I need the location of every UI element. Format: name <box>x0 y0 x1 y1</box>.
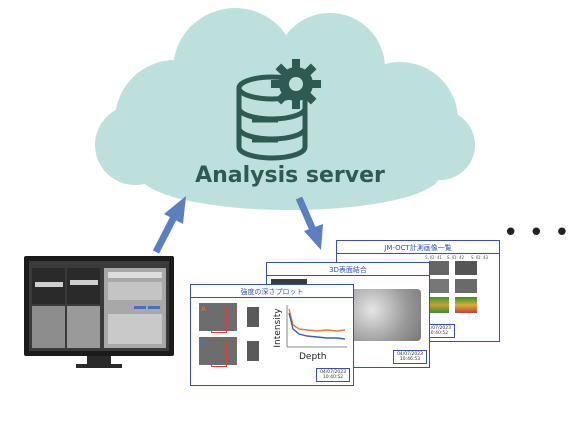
heatmap-tile <box>429 297 449 313</box>
plot-xlabel: Depth <box>299 352 327 362</box>
crop-b <box>247 341 259 361</box>
3d-render <box>351 289 421 341</box>
footer-time: 10:46:53 <box>399 357 421 362</box>
result-arrow <box>295 196 323 250</box>
report-title: 強度の深さプロット <box>240 288 304 296</box>
oct-tile <box>455 261 477 275</box>
crop-a <box>247 307 259 327</box>
oct-tile <box>455 279 477 293</box>
footer-date: 04/07/2023 <box>320 370 346 375</box>
report-title: JM-OCT計測画像一覧 <box>384 244 452 252</box>
oct-tile <box>429 261 449 275</box>
report-footer: 04/07/2023 10:46:53 <box>393 350 427 364</box>
curve-orange <box>288 308 346 332</box>
roi-box-b <box>211 341 227 367</box>
footer-date: 04/07/2023 <box>425 326 451 331</box>
footer-date: 04/07/2023 <box>397 352 423 357</box>
depth-plot <box>286 305 347 348</box>
ellipsis: • • • <box>503 218 571 248</box>
marker-b: B <box>201 339 206 347</box>
heatmap-tile <box>455 297 477 313</box>
marker-a: A <box>201 305 206 313</box>
plot-ylabel: Intensity <box>273 308 283 348</box>
footer-time: 10:40:52 <box>322 375 344 380</box>
upload-arrow <box>152 196 186 254</box>
roi-box-a <box>211 307 227 333</box>
tile-label: S. ID: 42 <box>447 255 465 260</box>
report-title: 3D表面結合 <box>329 266 367 274</box>
gear-icon <box>271 59 321 109</box>
report-depth-plot: 強度の深さプロット A B Intensity Depth 04/07/2023… <box>190 284 354 386</box>
report-footer: 04/07/2023 10:40:52 <box>316 368 350 382</box>
monitor <box>24 256 174 368</box>
curve-blue <box>288 312 346 340</box>
footer-time: 10:40:52 <box>427 331 449 336</box>
tile-label: S. ID: 41 <box>425 255 443 260</box>
oct-tile <box>429 279 449 293</box>
thumbnail <box>271 279 307 287</box>
tile-label: S. ID: 43 <box>471 255 489 260</box>
server-label: Analysis server <box>195 163 385 188</box>
